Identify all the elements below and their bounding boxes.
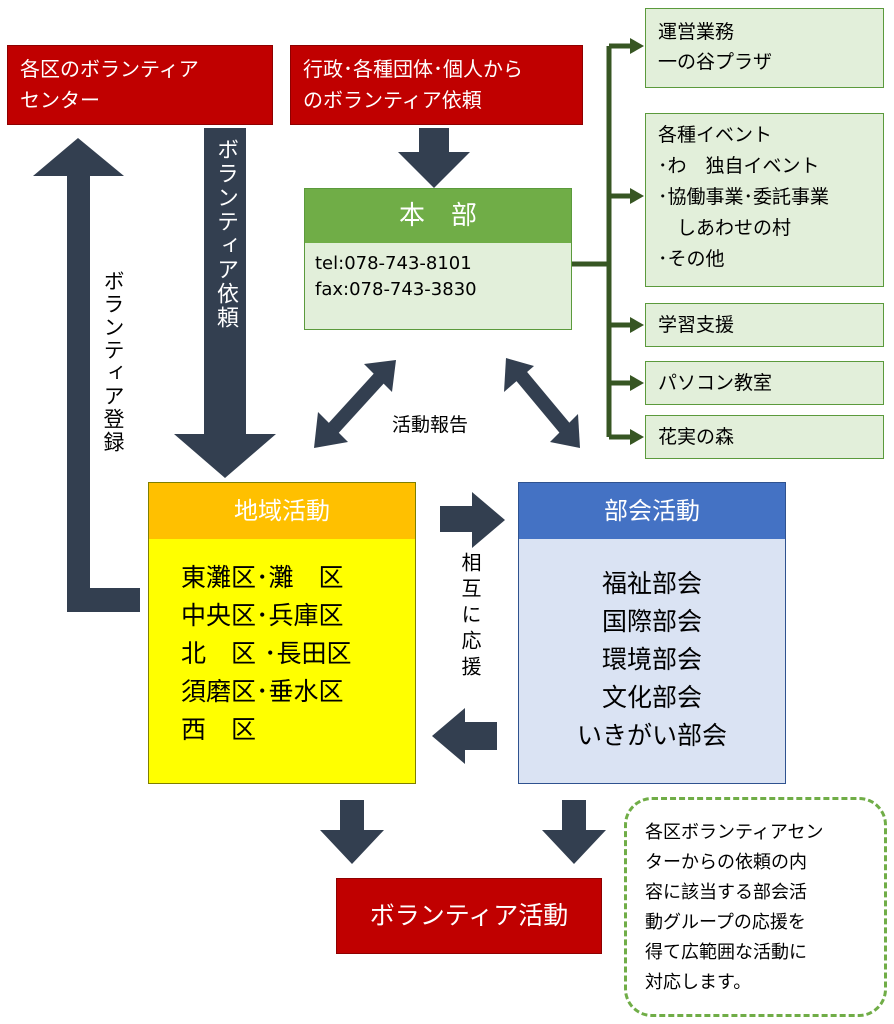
to-regional-arrow [432,708,497,764]
note-line: 容に該当する部会活 [645,882,807,903]
regional-row: 北 区 ･長田区 [181,639,352,668]
note-line: ターからの依頼の内 [645,852,807,873]
hq-regional-double-arrow [314,360,396,448]
division-activities-box: 部会活動 福祉部会 国際部会 環境部会 文化部会 いきがい部会 [518,482,786,784]
headquarters-fax: fax:078-743-3830 [315,279,477,300]
forest-label: 花実の森 [658,426,735,448]
volunteer-request-label: ボランティア依頼 [213,138,238,330]
operations-box: 運営業務 一の谷プラザ [645,8,884,88]
headquarters-tel: tel:078-743-8101 [315,253,472,274]
operations-line1: 運営業務 [658,21,735,43]
division-row: 福祉部会 [601,569,702,598]
division-row: いきがい部会 [576,721,727,750]
events-line4: しあわせの村 [658,217,792,239]
note-line: 動グループの応援を [645,912,806,933]
note-line: 各区ボランティアセン [645,822,824,843]
headquarters-box: 本 部 tel:078-743-8101 fax:078-743-3830 [304,188,572,330]
regional-row: 中央区･兵庫区 [181,601,344,630]
regional-activities-box: 地域活動 東灘区･灘 区 中央区･兵庫区 北 区 ･長田区 須磨区･垂水区 西 … [148,482,416,784]
study-support-label: 学習支援 [658,314,735,336]
note-line: 得て広範囲な活動に [645,942,807,963]
divisions-down-arrow [542,800,606,864]
note-line: 対応します。 [645,972,752,993]
pc-class-box: パソコン教室 [645,361,884,405]
events-line1: 各種イベント [658,124,773,146]
hq-side-connectors [572,43,632,440]
division-row: 国際部会 [601,607,702,636]
events-line2: ･わ 独自イベント [658,155,820,177]
requests-source-line2: のボランティア依頼 [303,88,482,112]
pc-class-label: パソコン教室 [658,372,773,394]
activity-report-label: 活動報告 [392,414,469,436]
division-row: 文化部会 [601,683,702,712]
volunteer-activity-label: ボランティア活動 [369,901,569,930]
to-divisions-arrow [440,492,505,548]
mutual-support-label: 相互に応援 [458,552,482,682]
request-to-hq-arrow [398,128,470,188]
requests-source-box: 行政･各種団体･個人から のボランティア依頼 [290,45,583,125]
ward-center-line2: センター [20,88,100,112]
volunteer-activity-box: ボランティア活動 [336,878,602,954]
study-support-box: 学習支援 [645,303,884,347]
regional-row: 須磨区･垂水区 [181,677,344,706]
regional-row: 西 区 [181,715,257,744]
forest-box: 花実の森 [645,415,884,459]
volunteer-registration-label: ボランティア登録 [101,270,125,454]
headquarters-title: 本 部 [305,189,571,243]
events-box: 各種イベント ･わ 独自イベント ･協働事業･委託事業 しあわせの村 ･その他 [645,113,884,287]
events-line5: ･その他 [658,248,725,270]
regional-down-arrow [320,800,384,864]
operations-line2: 一の谷プラザ [658,51,773,73]
note-box: 各区ボランティアセン ターからの依頼の内 容に該当する部会活 動グループの応援を… [624,797,887,1017]
regional-title: 地域活動 [149,483,415,539]
volunteer-request-arrow [174,128,276,478]
ward-center-line1: 各区のボランティア [20,57,199,81]
ward-volunteer-center-box: 各区のボランティア センター [7,45,273,125]
volunteer-registration-arrow [67,176,140,612]
division-row: 環境部会 [601,645,702,674]
divisions-title: 部会活動 [519,483,785,539]
hq-divisions-double-arrow [504,358,580,448]
requests-source-line1: 行政･各種団体･個人から [303,57,523,81]
regional-row: 東灘区･灘 区 [181,563,344,592]
events-line3: ･協働事業･委託事業 [658,186,830,208]
